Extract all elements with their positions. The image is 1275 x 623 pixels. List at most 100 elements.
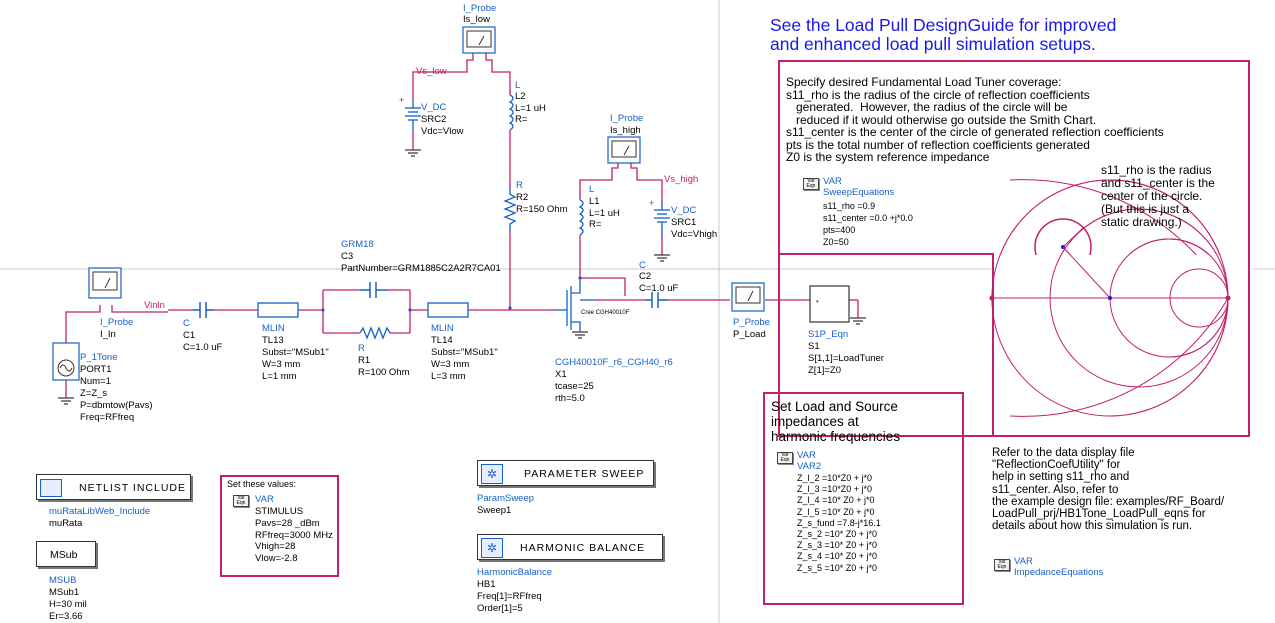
msub-label: MSub [50, 549, 78, 561]
tuner-line: reduced if it would otherwise go outside… [786, 112, 1097, 127]
s1p-z-param: Z[1]=Z0 [808, 365, 841, 376]
eqn-line: s11_rho =0.9 [823, 201, 876, 211]
tuner-line: s11_rho is the radius of the circle of r… [786, 87, 1090, 102]
inductor-l2[interactable] [508, 94, 514, 131]
r1-name: R1 [358, 355, 371, 366]
vdc-src2-value: Vdc=Vlow [421, 126, 464, 137]
impedance-var-name: ImpedanceEquations [1014, 567, 1104, 578]
impedance-var-kind: VAR [1014, 556, 1033, 567]
sweep-eqn-name: SweepEquations [823, 187, 895, 198]
port1-power: P=dbmtow(Pavs) [80, 400, 153, 411]
probe-i-in[interactable] [88, 267, 122, 299]
probe-is-high[interactable] [607, 136, 641, 164]
msub-kind: MSUB [49, 575, 77, 586]
transistor-x1[interactable] [555, 278, 595, 332]
harmonic-title-line: impedances at [771, 414, 859, 429]
stimulus-box [220, 475, 339, 577]
wires [65, 53, 859, 398]
r1-kind: R [358, 343, 365, 354]
c2-kind: C [639, 260, 646, 271]
l1-kind: L [589, 184, 595, 195]
vdc-src1[interactable]: + [649, 198, 670, 238]
eqn-line: Z_l_3 =10*Z0 + j*0 [797, 484, 873, 495]
vdc-src1-value: Vdc=Vhigh [671, 229, 718, 240]
mlin-tl13[interactable] [257, 302, 299, 318]
msub-block[interactable]: MSub [36, 541, 96, 567]
stimulus-equations[interactable]: Pavs=28 _dBm RFfreq=3000 MHz Vhigh=28 Vl… [255, 518, 333, 564]
s1p-kind: S1P_Eqn [808, 329, 849, 340]
c3-name: C3 [341, 251, 354, 262]
c3-kind: GRM18 [341, 239, 374, 250]
tl14-length: L=3 mm [431, 371, 466, 382]
transistor-tcase: tcase=25 [555, 381, 594, 392]
param-sweep-name: Sweep1 [477, 505, 512, 516]
r1-value: R=100 Ohm [358, 367, 410, 378]
hb-freq: Freq[1]=RFfreq [477, 591, 542, 602]
harmonic-balance-block[interactable]: ✲ HARMONIC BALANCE [477, 534, 663, 560]
s1p-eqn-block[interactable]: • [809, 285, 850, 323]
harmonic-balance-icon: ✲ [481, 538, 503, 558]
tuner-line: generated. However, the radius of the ci… [786, 100, 1068, 114]
eqn-line: Z_s_fund =7.8-j*16.1 [797, 517, 881, 528]
c1-name: C1 [183, 330, 196, 341]
stimulus-header: Set these values: [227, 479, 297, 489]
tl14-kind: MLIN [431, 323, 454, 334]
probe-p-load[interactable] [731, 282, 765, 312]
transistor-rth: rth=5.0 [555, 393, 585, 404]
transistor-part-label: Cree CGH40010F [581, 310, 630, 316]
eqn-line: Z_s_4 =10* Z0 + j*0 [797, 551, 878, 562]
capacitor-c3[interactable] [360, 282, 388, 298]
r2-name: R2 [516, 192, 529, 203]
probe-p-load-kind: P_Probe [733, 317, 770, 328]
refer-line: details about how this simulation is run… [992, 520, 1193, 533]
l1-name: L1 [589, 196, 600, 207]
transistor-name: X1 [555, 369, 567, 380]
sweep-eqn-kind: VAR [823, 176, 842, 187]
probe-is-low-name: Is_low [463, 14, 490, 25]
probe-is-low[interactable] [462, 26, 496, 54]
resistor-r2[interactable] [503, 188, 517, 232]
tl13-length: L=1 mm [262, 371, 297, 382]
l1-value: L=1 uH [589, 208, 620, 219]
s1p-name: S1 [808, 341, 820, 352]
port1-freq: Freq=RFfreq [80, 412, 135, 423]
tuner-line: Specify desired Fundamental Load Tuner c… [786, 75, 1062, 89]
tuner-line: pts is the total number of reflection co… [786, 137, 1090, 152]
var2-name: VAR2 [797, 461, 822, 472]
node-in: In [157, 300, 165, 311]
svg-text:+: + [399, 95, 404, 105]
capacitor-c2[interactable] [645, 292, 668, 308]
l2-value: L=1 uH [515, 103, 546, 114]
note-line: and s11_center is the [1101, 176, 1215, 190]
vdc-src2-name: SRC2 [421, 114, 447, 125]
probe-p-load-name: P_Load [733, 329, 766, 340]
parameter-sweep-block[interactable]: ✲ PARAMETER SWEEP [477, 460, 654, 486]
transistor-model: CGH40010F_r6_CGH40_r6 [555, 357, 673, 368]
c1-kind: C [183, 318, 190, 329]
var2-kind: VAR [797, 450, 816, 461]
eqn-line: Z_l_5 =10* Z0 + j*0 [797, 506, 875, 517]
port1-source[interactable] [52, 342, 80, 381]
r2-kind: R [516, 180, 523, 191]
probe-i-in-kind: I_Probe [100, 317, 134, 328]
s1p-s-param: S[1,1]=LoadTuner [808, 353, 884, 364]
mlin-tl14[interactable] [427, 302, 469, 318]
resistor-r1[interactable] [359, 326, 391, 340]
param-sweep-kind: ParamSweep [477, 493, 535, 504]
capacitor-c1[interactable] [193, 302, 214, 318]
netlist-include-block[interactable]: NETLIST INCLUDE [36, 474, 191, 500]
vdc-src2[interactable]: + [399, 95, 421, 132]
page-title: See the Load Pull DesignGuide for improv… [770, 16, 1116, 54]
inductor-l1[interactable] [578, 199, 584, 236]
tuner-line: s11_center is the center of the circle o… [786, 125, 1164, 139]
eqn-line: Z0=50 [823, 237, 849, 247]
harmonic-equations[interactable]: Z_l_2 =10*Z0 + j*0 Z_l_3 =10*Z0 + j*0 Z_… [797, 473, 881, 574]
sweep-equations[interactable]: s11_rho =0.9 s11_center =0.0 +j*0.0 pts=… [823, 200, 913, 248]
eqn-line: Z_s_2 =10* Z0 + j*0 [797, 529, 878, 540]
tl13-kind: MLIN [262, 323, 285, 334]
